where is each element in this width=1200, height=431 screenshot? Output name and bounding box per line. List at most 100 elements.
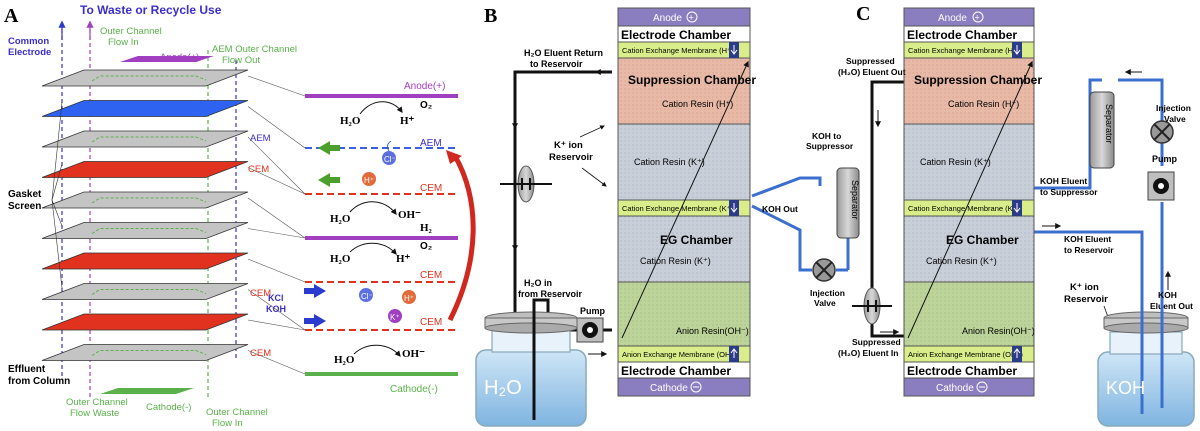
bottle-label-c: KOH (1106, 378, 1145, 398)
cathode-label-b: Cathode (650, 383, 688, 394)
resin-h-label-c: Cation Resin (H⁺) (948, 99, 1019, 109)
aem-right-label: AEM (420, 138, 442, 149)
cem-plate-9 (41, 313, 249, 331)
svg-text:+: + (689, 13, 694, 23)
outer-waste-2: Flow Waste (70, 408, 119, 419)
common-electrode-label-2: Electrode (8, 47, 51, 58)
k-reservoir-2-c: Reservoir (1064, 294, 1108, 305)
gasket-channel-3 (91, 136, 207, 143)
k-ion-circle (388, 309, 402, 323)
connector-line-1 (247, 75, 306, 97)
cem-low-left-label: CEM (250, 288, 271, 299)
cem-mid-right-label: CEM (420, 183, 442, 194)
injection-1-c: Injection (1156, 103, 1191, 113)
anode-right-label: Anode(+) (404, 81, 445, 92)
connector-line-3 (247, 136, 306, 195)
panel-c: C Anode + Electrode Chamber Cation Excha… (838, 3, 1195, 427)
blue-arrow-2 (304, 314, 326, 328)
outer-in-bottom-1: Outer Channel (206, 407, 268, 418)
cl-ion-circle (382, 151, 396, 165)
effluent-2: from Column (8, 376, 70, 387)
koh-supp-2-c: to Suppressor (1040, 187, 1098, 197)
connector-line-8 (247, 289, 306, 331)
h2o-in-1: H₂O in (524, 278, 552, 288)
koh-res-1-c: KOH Eluent (1064, 234, 1111, 244)
cem-k-label-b: Cation Exchange Membrane (K⁺) (622, 204, 734, 213)
gasket-channel-10 (91, 350, 207, 356)
kcl-label: KCl (268, 293, 284, 303)
resin-h-label-b: Cation Resin (H⁺) (662, 99, 733, 109)
cl-ion-label: Cl⁻ (384, 155, 396, 164)
h-ion-label-2: H⁺ (404, 294, 414, 303)
anode-block-c (903, 7, 1035, 27)
cem-h-label-b: Cation Exchange Membrane (H⁺) (622, 46, 734, 55)
electrode-top-label-c: Electrode Chamber (907, 28, 1017, 42)
panel-a-letter: A (4, 5, 19, 27)
water-bottle: H₂O (475, 300, 587, 427)
plate-stack (41, 56, 306, 394)
cem-mid-left-label: CEM (248, 164, 269, 175)
koh-out-label-b: KOH Out (762, 204, 798, 214)
outer-in-top-2: Flow In (108, 37, 139, 48)
outer-in-bottom-2: Flow In (212, 418, 243, 429)
cathode-strip (100, 388, 194, 394)
koh-supp-tube (751, 176, 822, 198)
koh-to-supp-2-b: Suppressor (806, 141, 854, 151)
gasket-pointer-2 (51, 163, 63, 201)
anion-resin-c (903, 281, 1035, 347)
green-arrow-2 (318, 173, 340, 187)
gasket-pointer-1 (51, 101, 63, 201)
anion-resin-label-b: Anion Resin(OH⁻) (676, 326, 749, 336)
gasket-label-1: Gasket (8, 189, 42, 200)
panel-b: B Anode + Electrode Chamber Cation Excha… (475, 5, 860, 427)
aem-plate-2 (41, 100, 249, 117)
bottle-label-b: H₂O (484, 377, 522, 399)
cathode-block-b (617, 377, 751, 397)
connector-line-2 (247, 106, 306, 149)
cem-low-right-label: CEM (420, 270, 442, 281)
gasket-6 (41, 222, 249, 239)
electrode-bottom-label-b: Electrode Chamber (621, 364, 731, 378)
suppression-label-b: Suppression Chamber (628, 73, 756, 87)
connector-line-5 (247, 197, 306, 239)
cathode-left-label: Cathode(-) (146, 402, 191, 413)
connector-line-6 (247, 228, 306, 239)
injection-1-b: Injection (810, 288, 845, 298)
h2o-4: H₂O (334, 354, 355, 366)
red-curve-arrow (447, 154, 476, 322)
electrode-bottom-label-c: Electrode Chamber (907, 364, 1017, 378)
cation-resin-k-c (903, 123, 1035, 201)
aem-left-label: AEM (250, 133, 271, 144)
anode-strip (120, 56, 214, 62)
h-ion-label: H⁺ (364, 176, 374, 185)
eg-chamber-b (617, 215, 751, 283)
h2o-3: H₂O (330, 253, 351, 265)
green-arrow-1 (318, 141, 340, 155)
pump-label-b: Pump (580, 306, 606, 316)
panel-c-letter: C (856, 3, 870, 25)
h-ion-circle (362, 172, 376, 186)
gasket-channel-6 (91, 228, 207, 234)
separator-label-b: Separator (850, 180, 860, 220)
gasket-10 (41, 344, 249, 361)
outer-in-top-1: Outer Channel (100, 26, 162, 37)
separator-b (836, 167, 860, 239)
koh-bottle: KOH (1097, 300, 1195, 427)
cathode-right-label: Cathode(-) (390, 384, 438, 395)
suppression-chamber-c (903, 57, 1035, 125)
cem-plate-4 (41, 161, 249, 178)
h2-1: H₂ (420, 222, 433, 234)
resin-k2-label-c: Cation Resin (K⁺) (926, 256, 997, 266)
gasket-1 (41, 69, 249, 87)
eg-chamber-c (903, 215, 1035, 283)
supp-out-1: Suppressed (846, 56, 895, 66)
koh-eluent-out-1: KOH (1158, 290, 1177, 300)
anion-resin-b (617, 281, 751, 347)
connector-line-9 (247, 319, 306, 331)
cem-bottom-left-label: CEM (250, 348, 271, 359)
injection-2-c: Valve (1164, 114, 1186, 124)
cem-plate-7 (41, 252, 249, 270)
aem-outer-out-1: AEM Outer Channel (212, 44, 297, 55)
cation-resin-k-b (617, 123, 751, 201)
koh-eluent-out-2: Eluent Out (1150, 301, 1193, 311)
